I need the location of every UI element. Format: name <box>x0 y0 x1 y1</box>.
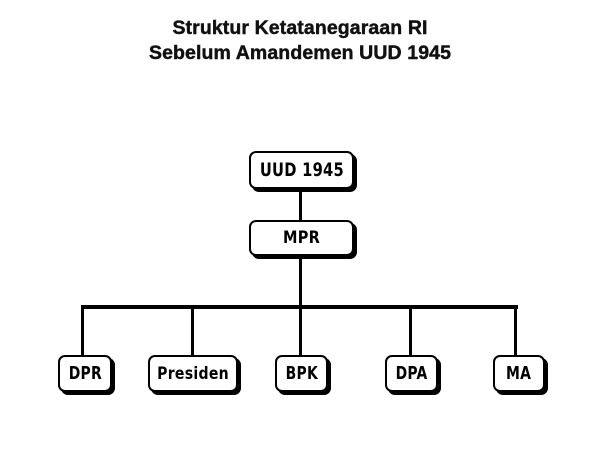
page-title: Struktur Ketatanegaraan RI Sebelum Amand… <box>0 16 600 66</box>
connector-mpr-stem <box>299 255 303 308</box>
node-dpa[interactable]: DPA <box>385 355 438 392</box>
connector-bar-to-ma <box>514 305 518 357</box>
node-uud-1945[interactable]: UUD 1945 <box>249 151 354 189</box>
node-mpr-label: MPR <box>282 228 321 248</box>
page-title-line-1: Struktur Ketatanegaraan RI <box>172 17 428 39</box>
connector-bar-to-dpr <box>81 305 85 357</box>
node-bpk[interactable]: BPK <box>275 355 328 392</box>
node-presiden-label: Presiden <box>157 363 229 384</box>
node-dpr-label: DPR <box>68 363 102 384</box>
node-dpr[interactable]: DPR <box>58 355 112 392</box>
node-ma-label: MA <box>506 363 532 384</box>
node-uud-1945-label: UUD 1945 <box>259 159 344 181</box>
node-presiden[interactable]: Presiden <box>148 355 238 392</box>
node-bpk-label: BPK <box>285 363 318 384</box>
node-mpr[interactable]: MPR <box>249 220 354 256</box>
connector-bar-to-dpa <box>409 305 413 357</box>
connector-bar-to-presiden <box>191 305 195 357</box>
node-ma[interactable]: MA <box>493 355 545 392</box>
connector-bar-to-bpk <box>299 305 303 357</box>
node-dpa-label: DPA <box>395 363 428 384</box>
connector-uud-to-mpr <box>299 189 303 222</box>
page-title-line-2: Sebelum Amandemen UUD 1945 <box>148 42 452 64</box>
